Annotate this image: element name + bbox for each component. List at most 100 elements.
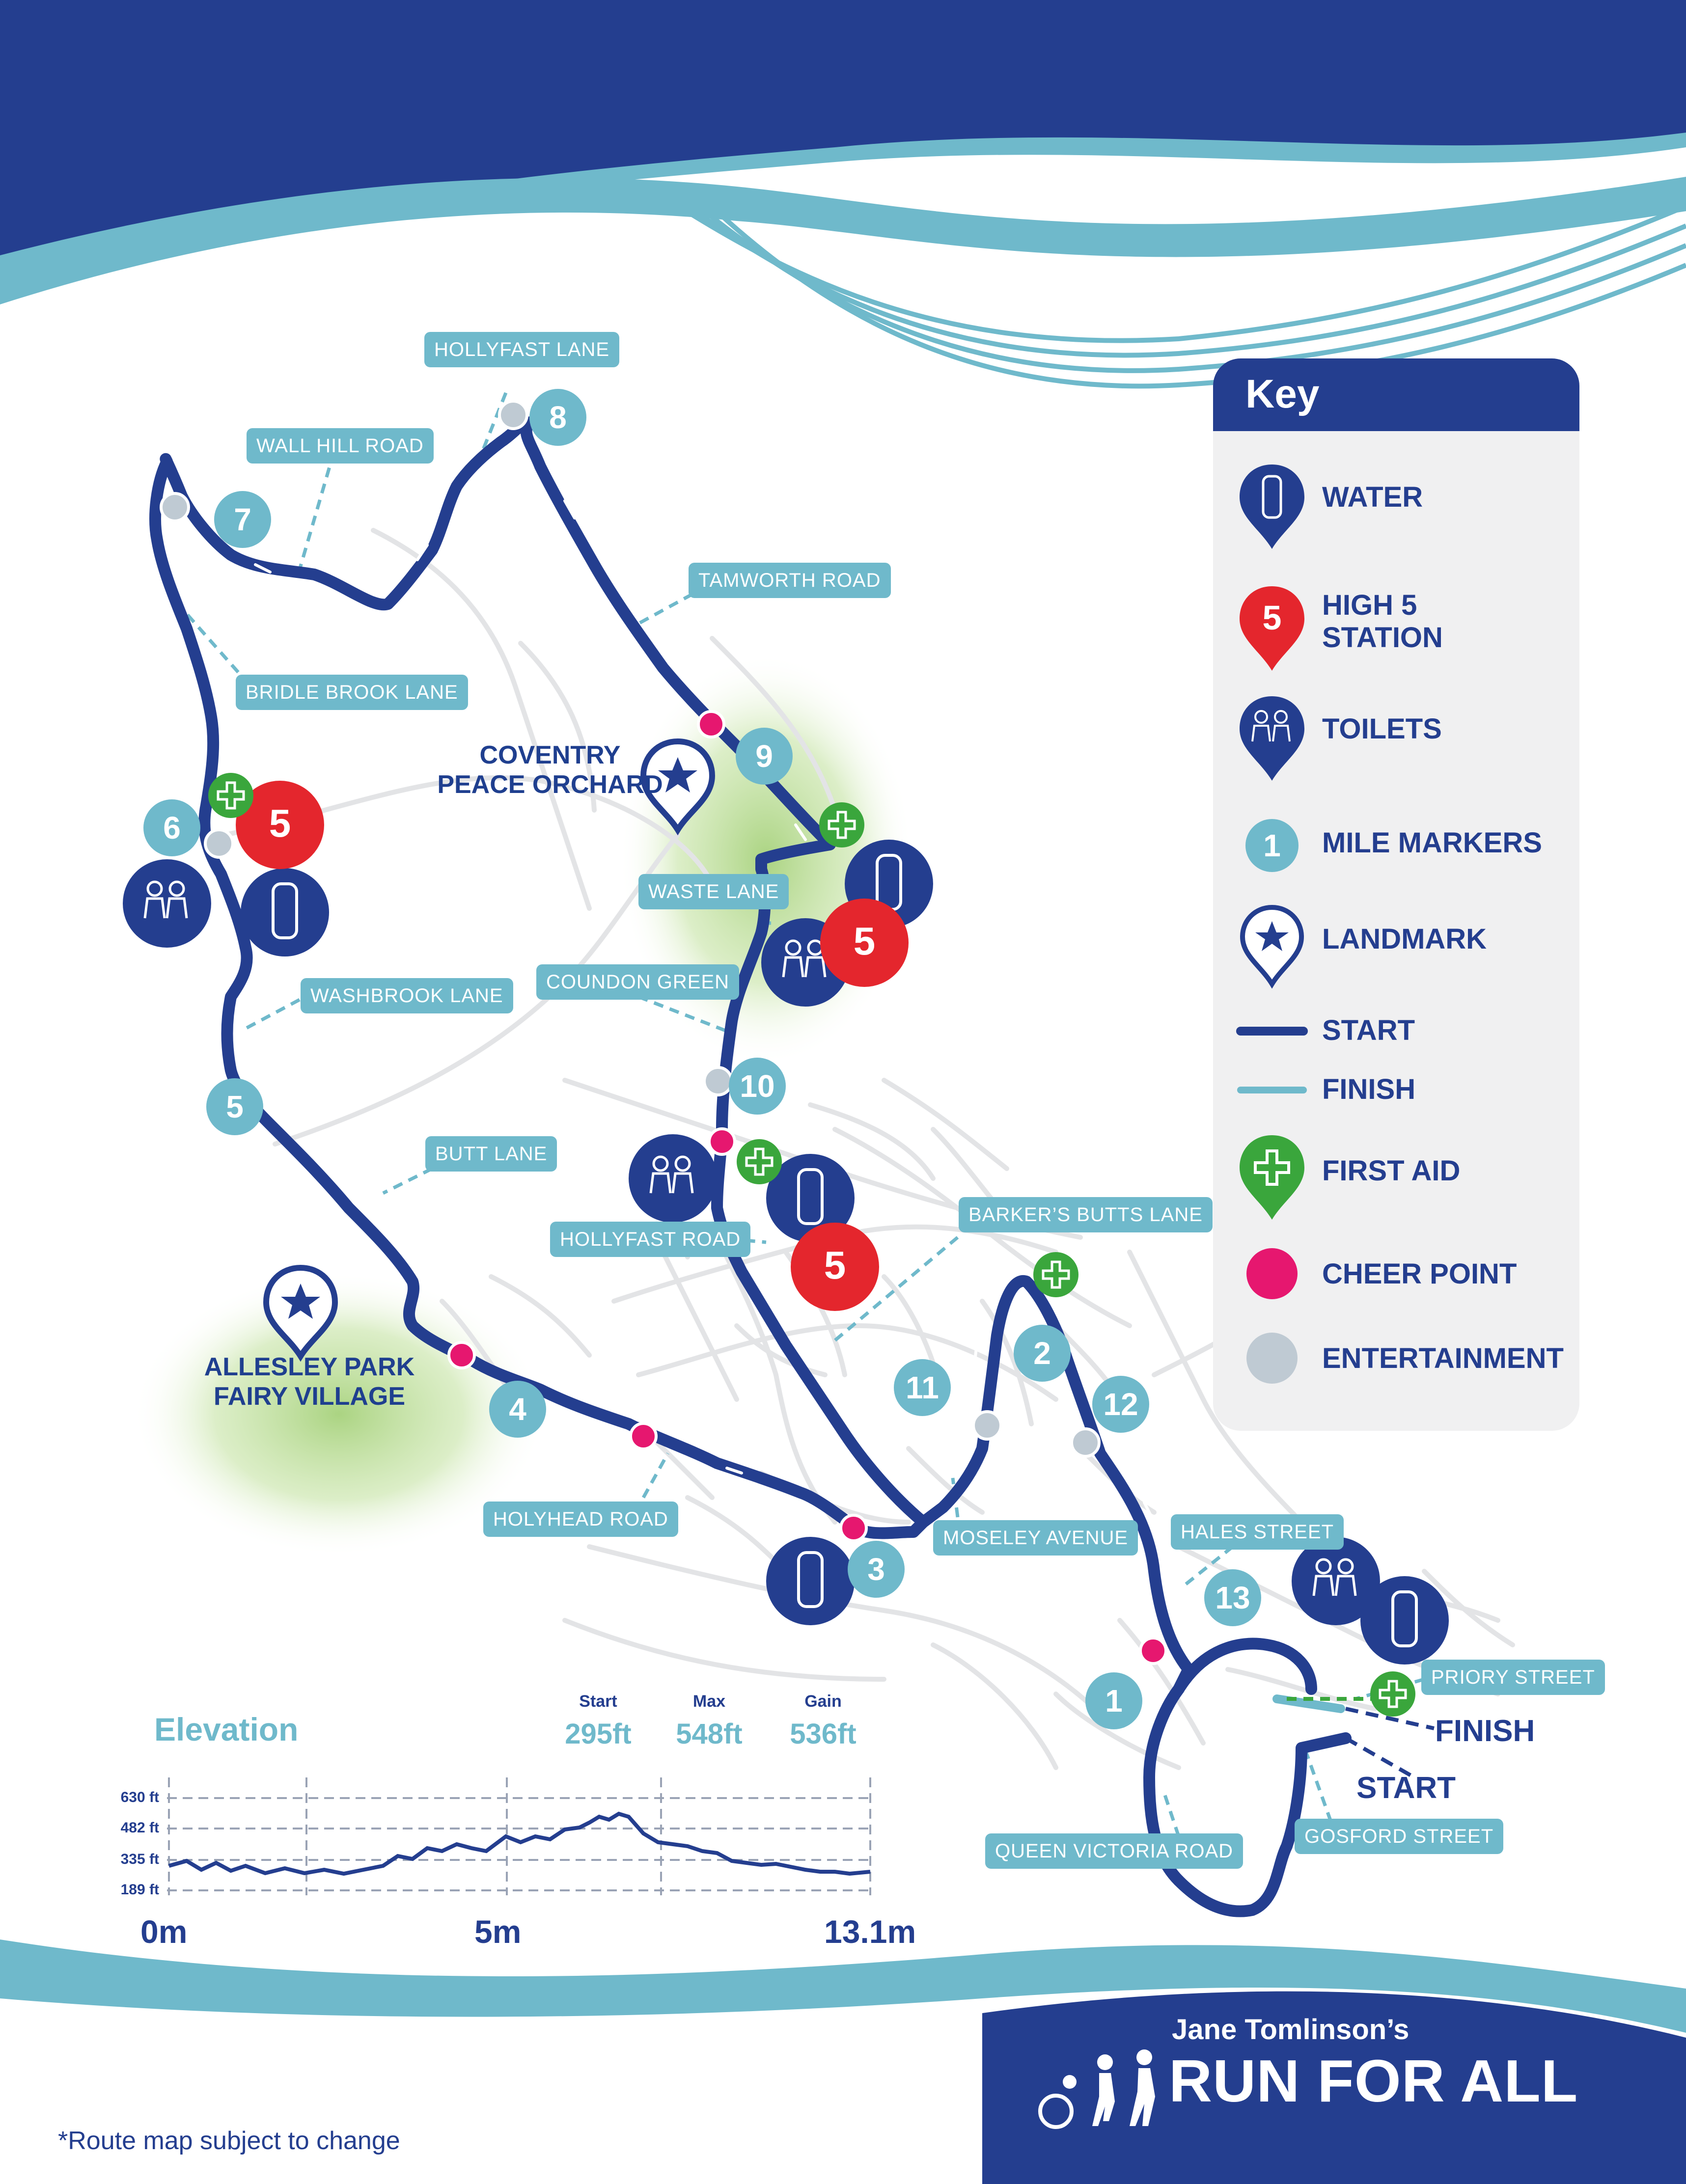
toilets-icon (629, 1134, 717, 1223)
elevation-y-tick: 335 ft (120, 1851, 159, 1867)
road-label-holyhead-road: HOLYHEAD ROAD (483, 1502, 678, 1537)
water-icon (766, 1154, 855, 1242)
cheer-point (447, 1341, 476, 1369)
high5-station-icon: 5 (1240, 586, 1304, 671)
star-icon (263, 1264, 338, 1362)
key-item-landmark: LANDMARK (1322, 923, 1487, 955)
entertainment-point (972, 1410, 1002, 1441)
mile-marker-13: 13 (1204, 1569, 1261, 1626)
mile-marker-12: 12 (1092, 1376, 1149, 1433)
elevation-stat-start-label: Start (579, 1692, 617, 1711)
mile-marker-2: 2 (1014, 1325, 1071, 1382)
top-wave-banner (0, 0, 1686, 389)
start-connector (1345, 1736, 1415, 1779)
elevation-y-tick: 189 ft (120, 1882, 159, 1898)
water-icon (272, 882, 298, 939)
cheer-point (1139, 1637, 1167, 1665)
landmark-name-line: PEACE ORCHARD (437, 770, 663, 799)
first-aid-icon (208, 773, 253, 818)
first-aid-icon (1240, 1135, 1304, 1220)
road-label-bridle-brook-lane: BRIDLE BROOK LANE (236, 675, 468, 710)
key-title: Key (1245, 372, 1320, 416)
key-item-entertainment: ENTERTAINMENT (1322, 1342, 1564, 1374)
landmark-icon (1240, 904, 1304, 989)
road-label-butt-lane: BUTT LANE (425, 1136, 557, 1172)
elevation-x-tick: 13.1m (824, 1913, 916, 1950)
mile-marker-9: 9 (736, 728, 793, 785)
route-disclaimer: *Route map subject to change (58, 2127, 400, 2155)
road-label-moseley-avenue: MOSELEY AVENUE (933, 1520, 1138, 1556)
start-label: START (1356, 1771, 1456, 1805)
cheer-point (708, 1127, 736, 1156)
water-icon (1360, 1576, 1449, 1665)
toilets-icon (1240, 696, 1304, 781)
high5-logo-text: 5 (1263, 599, 1282, 637)
cheer-point (839, 1514, 868, 1542)
key-symbols: 5 1 (1236, 464, 1308, 1384)
key-item-first-aid: FIRST AID (1322, 1155, 1461, 1187)
landmark-name-line: FAIRY VILLAGE (213, 1382, 406, 1411)
road-label-queen-victoria-road: QUEEN VICTORIA ROAD (985, 1833, 1244, 1869)
landmark-coventry-peace-orchard: COVENTRY PEACE ORCHARD (432, 740, 668, 799)
elevation-x-tick: 0m (140, 1913, 188, 1950)
key-item-water: WATER (1322, 481, 1423, 513)
mile-marker-6: 6 (143, 799, 200, 856)
key-header: Key (1213, 358, 1579, 431)
key-item-high5-line2: STATION (1322, 622, 1443, 654)
cheer-point-icon (1246, 1248, 1298, 1299)
finish-connector (1345, 1707, 1435, 1730)
key-item-toilets: TOILETS (1322, 713, 1442, 745)
mile-marker-10: 10 (729, 1058, 786, 1115)
high5-station-icon: 5 (236, 781, 324, 869)
entertainment-point (160, 492, 190, 522)
landmark-allesley-park-fairy-village: ALLESLEY PARK FAIRY VILLAGE (196, 1352, 422, 1411)
map-key: Key 5 1 WAT (1213, 358, 1579, 1431)
elevation-y-tick: 482 ft (120, 1820, 159, 1836)
first-aid-icon (819, 802, 864, 847)
cheer-point (697, 710, 725, 738)
elevation-stat-gain-value: 536ft (790, 1718, 857, 1750)
road-label-barkers-butts-lane: BARKER’S BUTTS LANE (959, 1197, 1213, 1232)
mile-marker-3: 3 (848, 1541, 905, 1598)
high5-station-icon: 5 (791, 1223, 879, 1311)
entertainment-point (204, 828, 234, 859)
elevation-stat-max-label: Max (692, 1692, 726, 1711)
road-label-priory-street: PRIORY STREET (1421, 1660, 1605, 1695)
road-label-wall-hill-road: WALL HILL ROAD (247, 428, 434, 464)
svg-text:5: 5 (269, 801, 291, 845)
first-aid-icon (1370, 1671, 1415, 1717)
water-icon (766, 1537, 855, 1625)
mile-marker-sample: 1 (1263, 828, 1281, 863)
key-item-finish: FINISH (1322, 1073, 1416, 1105)
first-aid-icon (737, 1139, 782, 1184)
key-item-high5-station: HIGH 5 STATION (1322, 589, 1443, 654)
svg-text:5: 5 (854, 919, 876, 963)
entertainment-point (703, 1066, 733, 1096)
key-item-start: START (1322, 1014, 1415, 1046)
mile-marker-1: 1 (1085, 1672, 1142, 1729)
mile-marker-11: 11 (894, 1359, 951, 1416)
mile-marker-icon: 1 (1245, 819, 1299, 872)
road-label-coundon-green: COUNDON GREEN (536, 964, 740, 1000)
entertainment-point (498, 400, 528, 430)
road-label-tamworth-road: TAMWORTH ROAD (689, 563, 891, 598)
key-item-high5-line1: HIGH 5 (1322, 589, 1417, 621)
key-item-mile-markers: MILE MARKERS (1322, 827, 1542, 859)
entertainment-icon (1246, 1333, 1298, 1384)
cheer-point (629, 1422, 658, 1450)
brand-subtitle: Jane Tomlinson’s (1172, 2014, 1410, 2046)
first-aid-icon (1033, 1252, 1078, 1297)
elevation-chart (167, 1777, 872, 1895)
elevation-stat-gain-label: Gain (804, 1692, 842, 1711)
elevation-stat-start-value: 295ft (565, 1718, 632, 1750)
elevation-stat-max-value: 548ft (676, 1718, 743, 1750)
road-label-hales-street: HALES STREET (1171, 1514, 1344, 1550)
svg-text:5: 5 (824, 1243, 846, 1287)
road-label-hollyfast-lane: HOLLYFAST LANE (424, 332, 620, 367)
road-label-gosford-street: GOSFORD STREET (1295, 1819, 1504, 1854)
brand-title: RUN FOR ALL (1169, 2048, 1578, 2114)
toilets-icon (123, 859, 211, 948)
road-label-washbrook-lane: WASHBROOK LANE (301, 978, 513, 1013)
star-icon (640, 738, 716, 836)
